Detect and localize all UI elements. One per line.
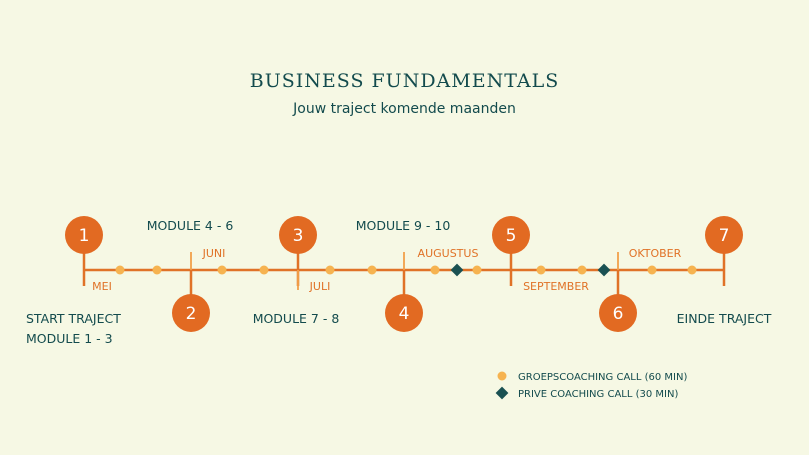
group-coaching-dot xyxy=(577,265,587,275)
milestone-number-4: 4 xyxy=(399,304,410,324)
milestone-number-5: 5 xyxy=(506,226,517,246)
month-label-juli: JULI xyxy=(309,280,331,293)
milestone-label-7: EINDE TRAJECT xyxy=(677,311,772,326)
milestone-circle-5 xyxy=(492,216,530,254)
legend-private-icon xyxy=(495,386,509,400)
month-label-augustus: AUGUSTUS xyxy=(418,247,479,260)
month-label-oktober: OKTOBER xyxy=(629,247,682,260)
group-coaching-dot xyxy=(536,265,546,275)
group-coaching-dot xyxy=(472,265,482,275)
milestone-circle-2 xyxy=(172,294,210,332)
legend-label-private: PRIVE COACHING CALL (30 MIN) xyxy=(518,389,678,400)
group-coaching-dot xyxy=(115,265,125,275)
milestone-label-2: MODULE 4 - 6 xyxy=(147,218,234,233)
milestone-circle-6 xyxy=(599,294,637,332)
group-coaching-dot xyxy=(647,265,657,275)
page-title: BUSINESS FUNDAMENTALS xyxy=(249,70,560,92)
group-coaching-dot xyxy=(259,265,269,275)
milestone-label-1: START TRAJECT xyxy=(26,311,121,326)
milestone-number-2: 2 xyxy=(186,304,197,324)
group-coaching-dot xyxy=(217,265,227,275)
page-subtitle: Jouw traject komende maanden xyxy=(293,101,516,117)
legend-label-group: GROEPSCOACHING CALL (60 MIN) xyxy=(518,372,687,383)
month-label-september: SEPTEMBER xyxy=(523,280,589,293)
group-coaching-dot xyxy=(325,265,335,275)
milestone-circle-1 xyxy=(65,216,103,254)
group-coaching-dot xyxy=(430,265,440,275)
milestone-number-7: 7 xyxy=(719,226,730,246)
milestone-number-6: 6 xyxy=(613,304,624,324)
milestone-label-4: MODULE 9 - 10 xyxy=(356,218,451,233)
milestone-label-1: MODULE 1 - 3 xyxy=(26,331,113,346)
milestone-number-3: 3 xyxy=(293,226,304,246)
milestone-circle-7 xyxy=(705,216,743,254)
month-label-juni: JUNI xyxy=(202,247,226,260)
milestone-number-1: 1 xyxy=(79,226,90,246)
group-coaching-dot xyxy=(152,265,162,275)
legend-group-icon xyxy=(497,371,507,381)
private-coaching-diamond xyxy=(450,263,464,277)
milestone-circle-4 xyxy=(385,294,423,332)
group-coaching-dot xyxy=(367,265,377,275)
group-coaching-dot xyxy=(687,265,697,275)
month-label-mei: MEI xyxy=(92,280,112,293)
milestone-circle-3 xyxy=(279,216,317,254)
private-coaching-diamond xyxy=(597,263,611,277)
milestone-label-3: MODULE 7 - 8 xyxy=(253,311,340,326)
